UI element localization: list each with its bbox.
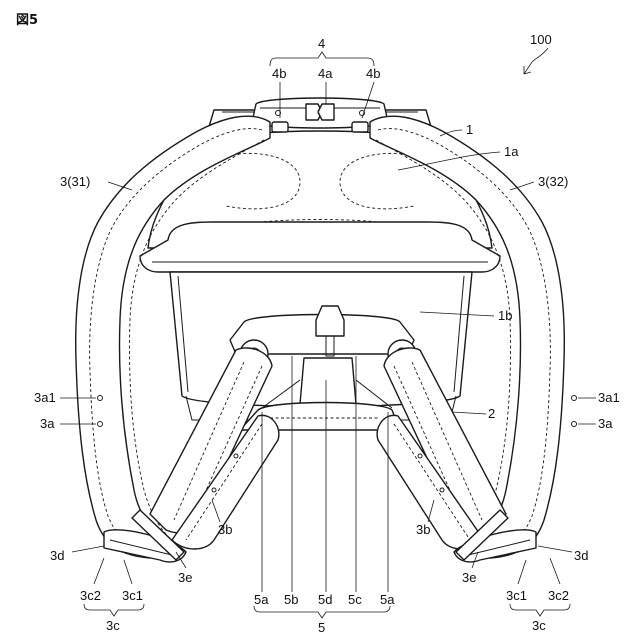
label-3d-right: 3d	[574, 548, 588, 563]
figure-title: 図5	[16, 13, 38, 28]
label-3-31: 3(31)	[60, 174, 90, 189]
label-3a-right: 3a	[598, 416, 613, 431]
label-3d-left: 3d	[50, 548, 64, 563]
top-fixing-member	[252, 98, 388, 132]
label-4b-left: 4b	[272, 66, 286, 81]
label-3e-right: 3e	[462, 570, 476, 585]
label-3-32: 3(32)	[538, 174, 568, 189]
label-5a-second: 5a	[380, 592, 395, 607]
label-3c-right: 3c	[532, 618, 546, 633]
label-3c2-left: 3c2	[80, 588, 101, 603]
label-1: 1	[466, 122, 473, 137]
label-1a: 1a	[504, 144, 519, 159]
label-3c-left: 3c	[106, 618, 120, 633]
label-3a1-right: 3a1	[598, 390, 620, 405]
label-4: 4	[318, 36, 325, 51]
label-4b-right: 4b	[366, 66, 380, 81]
label-5d: 5d	[318, 592, 332, 607]
label-2: 2	[488, 406, 495, 421]
label-3c1-right: 3c1	[506, 588, 527, 603]
label-3b-left: 3b	[218, 522, 232, 537]
label-5b: 5b	[284, 592, 298, 607]
label-3a-left: 3a	[40, 416, 55, 431]
label-3c2-right: 3c2	[548, 588, 569, 603]
label-5a-first: 5a	[254, 592, 269, 607]
label-1b: 1b	[498, 308, 512, 323]
label-5: 5	[318, 620, 325, 635]
label-4a: 4a	[318, 66, 333, 81]
label-5c: 5c	[348, 592, 362, 607]
label-3a1-left: 3a1	[34, 390, 56, 405]
label-3c1-left: 3c1	[122, 588, 143, 603]
label-100: 100	[530, 32, 552, 47]
label-3e-left: 3e	[178, 570, 192, 585]
label-3b-right: 3b	[416, 522, 430, 537]
